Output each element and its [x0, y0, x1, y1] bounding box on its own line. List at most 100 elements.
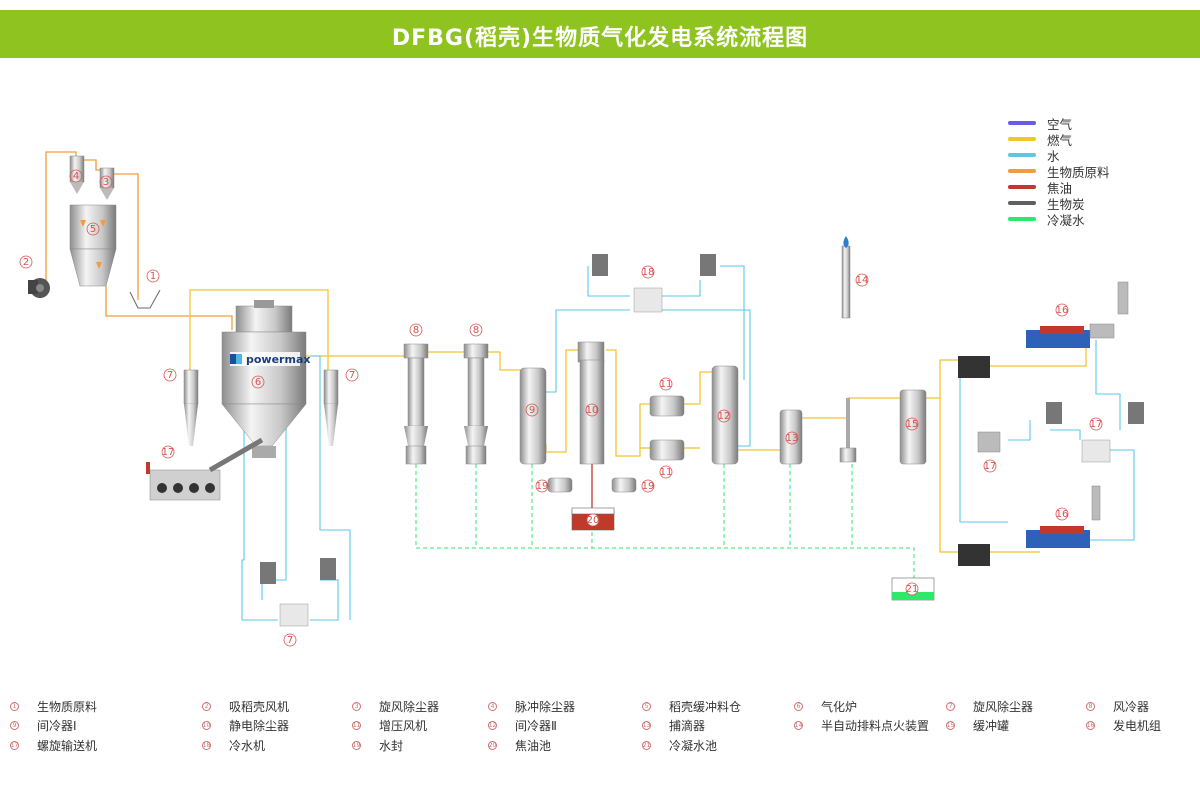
marker: 9	[525, 403, 539, 417]
generator-set-bottom	[958, 485, 1101, 566]
marker: 19	[641, 479, 655, 493]
svg-text:13: 13	[786, 433, 799, 444]
key-number: 12	[488, 720, 497, 730]
legend-item: 生物质原料	[1008, 163, 1110, 180]
marker: 5	[86, 222, 100, 236]
key-label: 半自动排料点火装置	[821, 718, 930, 733]
marker: 15	[905, 417, 919, 431]
suction-fan	[28, 278, 50, 298]
equipment-markers: 2 1 3 4 5 6 7 7 7 8 8 9 10 11 11 12 13 1…	[19, 169, 1103, 647]
svg-text:7: 7	[349, 370, 355, 381]
condensate-lines	[415, 464, 915, 578]
legend: 空气燃气水生物质原料焦油生物炭冷凝水	[1008, 115, 1110, 228]
marker: 21	[905, 582, 919, 596]
marker: 7	[163, 368, 177, 382]
chiller-unit-bottom	[260, 558, 336, 627]
key-number: 11	[352, 720, 361, 730]
key-item: 18 冷水机	[202, 736, 265, 754]
marker: 8	[409, 323, 423, 337]
gasifier: powermax	[221, 300, 310, 458]
svg-text:17: 17	[984, 461, 997, 472]
generator-chillers	[977, 402, 1144, 463]
legend-swatch	[1008, 153, 1036, 157]
water-seal-2	[611, 477, 637, 493]
key-number: 5	[642, 701, 651, 711]
legend-label: 焦油	[1047, 180, 1073, 196]
legend-item: 生物炭	[1008, 195, 1110, 212]
key-item: 16 发电机组	[1086, 716, 1161, 734]
marker: 4	[69, 169, 83, 183]
key-number: 6	[794, 701, 803, 711]
key-label: 发电机组	[1113, 718, 1162, 733]
marker: 20	[586, 513, 600, 527]
svg-text:20: 20	[587, 515, 600, 526]
biomass-lines	[36, 151, 233, 330]
marker: 12	[717, 409, 731, 423]
booster-fan-2	[649, 439, 685, 461]
svg-text:8: 8	[473, 325, 479, 336]
marker: 10	[585, 403, 599, 417]
ignition-flare	[839, 236, 857, 463]
marker: 13	[785, 431, 799, 445]
key-number: 16	[1086, 720, 1095, 730]
key-label: 脉冲除尘器	[515, 699, 576, 714]
key-label: 旋风除尘器	[379, 699, 440, 714]
gas-lines	[189, 289, 1087, 553]
key-item: 19 水封	[352, 736, 403, 754]
key-label: 间冷器Ⅱ	[515, 718, 557, 733]
key-label: 冷水机	[229, 738, 266, 753]
key-label: 增压风机	[379, 718, 428, 733]
marker: 7	[345, 368, 359, 382]
svg-text:8: 8	[413, 325, 419, 336]
key-label: 间冷器Ⅰ	[37, 718, 77, 733]
key-label: 旋风除尘器	[973, 699, 1034, 714]
key-number: 18	[202, 740, 211, 750]
key-number: 19	[352, 740, 361, 750]
cyclone-right	[323, 369, 339, 446]
key-number: 10	[202, 720, 211, 730]
key-label: 风冷器	[1113, 699, 1150, 714]
key-label: 缓冲罐	[973, 718, 1010, 733]
svg-text:17: 17	[1090, 419, 1103, 430]
svg-text:11: 11	[660, 379, 673, 390]
svg-text:15: 15	[906, 419, 919, 430]
svg-text:7: 7	[287, 635, 293, 646]
key-label: 生物质原料	[37, 699, 98, 714]
chiller-unit	[592, 254, 716, 313]
key-item: 11 增压风机	[352, 716, 427, 734]
key-item: 9 间冷器Ⅰ	[10, 716, 77, 734]
key-number: 13	[642, 720, 651, 730]
key-label: 静电除尘器	[229, 718, 290, 733]
marker: 1	[146, 269, 160, 283]
cyclone-separator-small	[99, 167, 115, 200]
svg-text:5: 5	[90, 224, 96, 235]
legend-label: 水	[1047, 148, 1060, 164]
key-number: 9	[10, 720, 19, 730]
svg-text:16: 16	[1056, 509, 1069, 520]
legend-swatch	[1008, 217, 1036, 221]
key-label: 稻壳缓冲料仓	[669, 699, 742, 714]
marker: 2	[19, 255, 33, 269]
key-label: 水封	[379, 738, 404, 753]
marker: 11	[659, 465, 673, 479]
key-number: 4	[488, 701, 497, 711]
legend-label: 燃气	[1047, 132, 1073, 148]
droplet-catcher	[779, 409, 803, 465]
air-cooler-2	[463, 343, 489, 465]
key-item: 8 风冷器	[1086, 697, 1149, 715]
marker: 6	[251, 375, 265, 389]
marker: 7	[283, 633, 297, 647]
title-bar: DFBG(稻壳)生物质气化发电系统流程图	[0, 10, 1200, 58]
brand-logo: powermax	[246, 353, 310, 366]
key-label: 焦油池	[515, 738, 552, 753]
key-number: 8	[1086, 701, 1095, 711]
legend-item: 冷凝水	[1008, 211, 1110, 228]
marker: 17	[1089, 417, 1103, 431]
